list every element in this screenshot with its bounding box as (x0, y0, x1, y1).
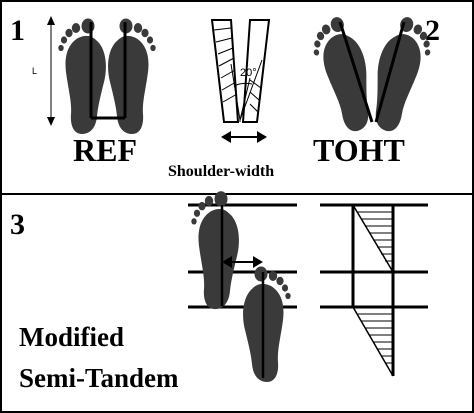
panel-number-2: 2 (425, 14, 440, 47)
modified-label: Modified (19, 322, 124, 352)
tandem-back-foot (243, 266, 291, 382)
semi-tandem-label: Semi-Tandem (19, 363, 179, 393)
tandem-schematic (320, 203, 428, 377)
panel-number-1: 1 (10, 14, 25, 47)
tandem-offset-arrow (222, 256, 263, 268)
tandem-front-foot (191, 191, 239, 310)
ref-alignment-lines (89, 22, 127, 120)
panel-number-3: 3 (10, 208, 25, 241)
ref-label: REF (73, 132, 137, 168)
length-label: L (32, 66, 37, 76)
length-marker: L (32, 16, 55, 126)
toht-label: TOHT (313, 132, 405, 168)
tandem-foot-axes (220, 205, 265, 378)
shoulder-width-label: Shoulder-width (168, 163, 274, 180)
angle-label: 20° (240, 67, 257, 79)
shoulder-width-arrow (221, 131, 267, 143)
angle-diagram: 20° (210, 19, 271, 123)
toht-alignment-lines (338, 21, 406, 123)
